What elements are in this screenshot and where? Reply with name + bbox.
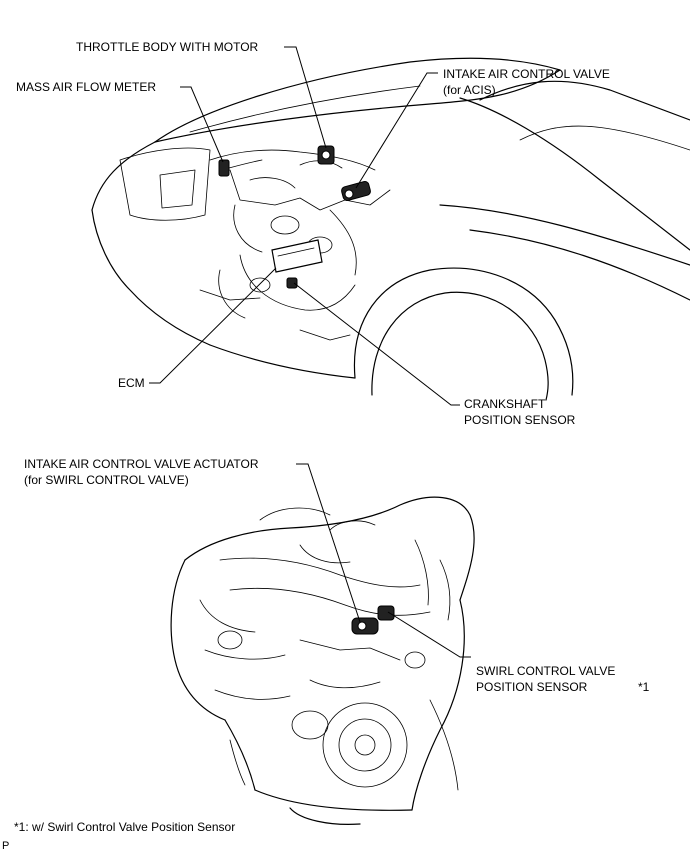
- leader-actuator: [296, 463, 361, 623]
- corner-mark: P: [2, 838, 9, 854]
- label-actuator-line2: (for SWIRL CONTROL VALVE): [24, 473, 189, 487]
- leader-ecm: [149, 267, 277, 384]
- label-ecm: ECM: [118, 375, 145, 391]
- ecm-unit: [271, 239, 323, 273]
- mass-air-flow-meter-part: [218, 159, 263, 177]
- crankshaft-position-sensor-part: [286, 277, 298, 289]
- label-swirl-footnote-mark: *1: [638, 679, 649, 695]
- label-mass-air-flow-meter: MASS AIR FLOW METER: [16, 79, 156, 95]
- leader-crankshaft: [293, 282, 460, 406]
- vehicle-engine-bay-illustration: [91, 57, 690, 401]
- corner-mark-text: P: [2, 840, 10, 852]
- label-actuator-line1: INTAKE AIR CONTROL VALVE ACTUATOR: [24, 457, 259, 471]
- swirl-mark-text: *1: [638, 680, 650, 694]
- label-intake-air-control-valve: INTAKE AIR CONTROL VALVE (for ACIS): [443, 66, 610, 98]
- label-throttle-body: THROTTLE BODY WITH MOTOR: [76, 39, 258, 55]
- intake-air-control-valve-actuator-part: [351, 617, 379, 635]
- leader-mass-air-flow: [180, 86, 224, 163]
- label-ecm-text: ECM: [118, 376, 145, 390]
- label-throttle-body-text: THROTTLE BODY WITH MOTOR: [76, 40, 259, 54]
- label-intake-acv-line2: (for ACIS): [443, 83, 496, 97]
- label-crankshaft-position-sensor: CRANKSHAFT POSITION SENSOR: [464, 396, 575, 428]
- label-crankshaft-line2: POSITION SENSOR: [464, 413, 576, 427]
- swirl-control-valve-position-sensor-part: [377, 605, 395, 621]
- label-intake-air-control-valve-actuator: INTAKE AIR CONTROL VALVE ACTUATOR (for S…: [24, 456, 259, 488]
- leader-swirl-sensor: [387, 611, 471, 658]
- intake-air-control-valve-part: [341, 181, 371, 201]
- top-leader-lines: [149, 46, 460, 406]
- label-swirl-control-valve-position-sensor: SWIRL CONTROL VALVE POSITION SENSOR: [476, 663, 615, 695]
- footnote: *1: w/ Swirl Control Valve Position Sens…: [14, 819, 235, 835]
- label-swirl-line1: SWIRL CONTROL VALVE: [476, 664, 616, 678]
- engine-illustration: [170, 496, 475, 825]
- throttle-body-part: [317, 145, 335, 165]
- label-mass-air-flow-meter-text: MASS AIR FLOW METER: [16, 80, 157, 94]
- leader-throttle-body: [284, 46, 327, 149]
- label-swirl-line2: POSITION SENSOR: [476, 680, 588, 694]
- footnote-text: *1: w/ Swirl Control Valve Position Sens…: [14, 820, 236, 834]
- bottom-leader-lines: [296, 463, 471, 658]
- label-intake-acv-line1: INTAKE AIR CONTROL VALVE: [443, 67, 610, 81]
- leader-intake-acv: [355, 72, 438, 189]
- label-crankshaft-line1: CRANKSHAFT: [464, 397, 546, 411]
